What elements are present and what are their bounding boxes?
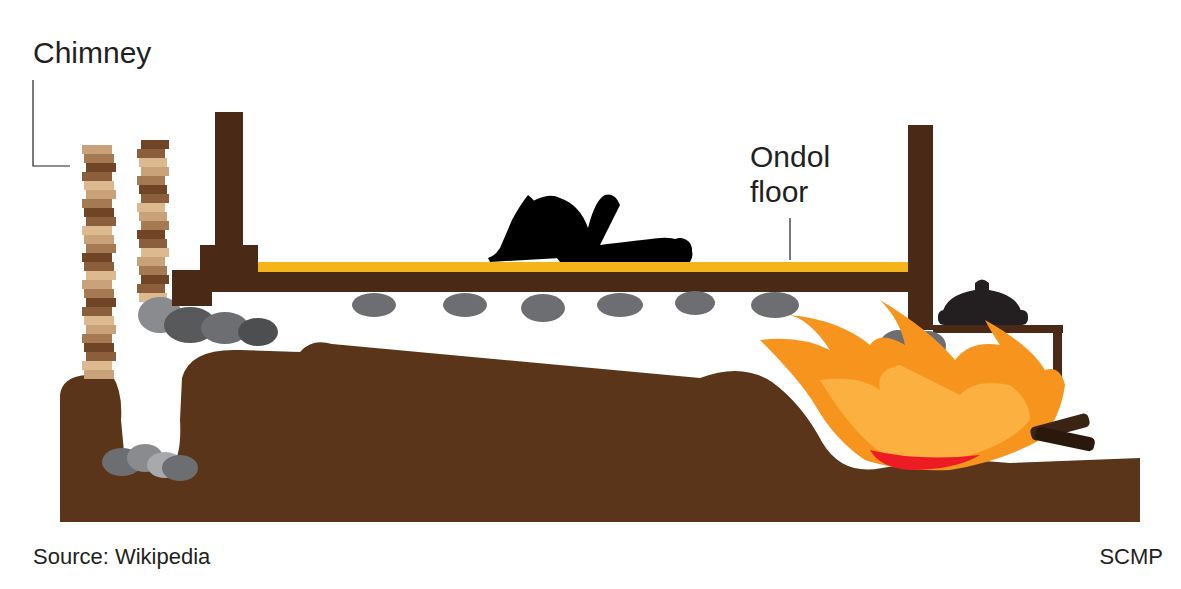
chimney bbox=[82, 140, 169, 379]
person-silhouette bbox=[488, 194, 693, 262]
publisher-credit: SCMP bbox=[1099, 544, 1163, 569]
source-note: Source: Wikipedia bbox=[33, 544, 210, 569]
fire bbox=[760, 300, 1096, 470]
ondol-floor bbox=[258, 262, 908, 272]
flue-stones bbox=[102, 444, 198, 481]
part-label: Ondol floor bbox=[750, 140, 850, 209]
leader-line bbox=[33, 80, 790, 260]
chimney-label: Chimney bbox=[33, 36, 151, 71]
cooking-pot bbox=[938, 280, 1028, 326]
